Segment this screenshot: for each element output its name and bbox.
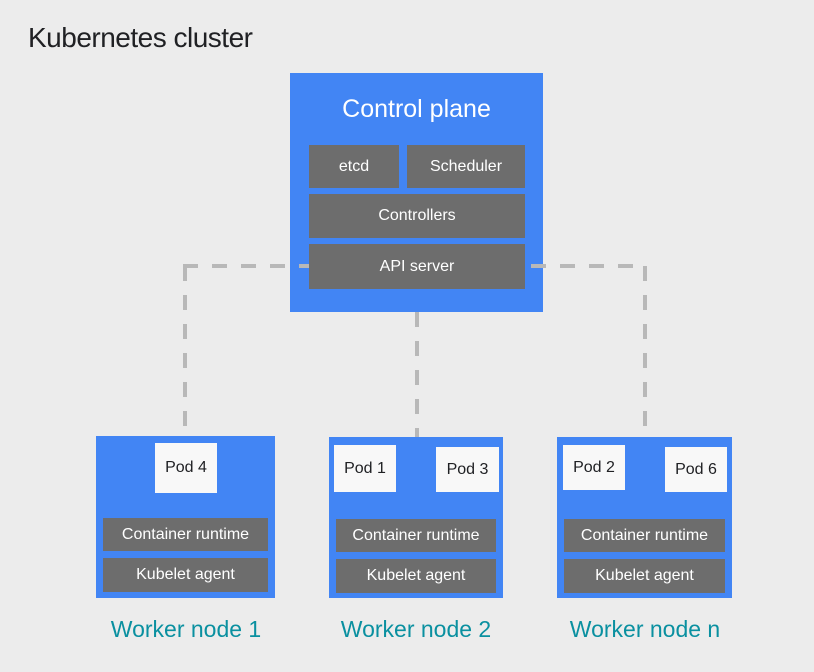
worker-node-n-box: Pod 2 Pod 6 Container runtime Kubelet ag… bbox=[557, 437, 732, 598]
kubelet-agent-component: Kubelet agent bbox=[564, 559, 725, 593]
container-runtime-component: Container runtime bbox=[103, 518, 268, 551]
etcd-component: etcd bbox=[309, 145, 399, 188]
diagram-title: Kubernetes cluster bbox=[28, 22, 253, 53]
api-server-component: API server bbox=[309, 244, 525, 289]
pod-box: Pod 1 bbox=[334, 445, 396, 492]
pod-box: Pod 3 bbox=[436, 447, 499, 492]
container-runtime-component: Container runtime bbox=[336, 519, 496, 552]
control-plane-box: Control plane etcd Scheduler Controllers… bbox=[290, 73, 543, 312]
worker-node-n-label: Worker node n bbox=[569, 616, 721, 642]
connector-center-vertical-line bbox=[415, 312, 419, 437]
worker-node-1-label: Worker node 1 bbox=[110, 616, 262, 642]
worker-node-2-label: Worker node 2 bbox=[340, 616, 492, 642]
worker-node-1-box: Pod 4 Container runtime Kubelet agent bbox=[96, 436, 275, 598]
pod-box: Pod 2 bbox=[563, 445, 625, 490]
control-plane-title: Control plane bbox=[342, 95, 491, 123]
connector-left-vertical-line bbox=[183, 266, 187, 436]
scheduler-component: Scheduler bbox=[407, 145, 525, 188]
kubelet-agent-component: Kubelet agent bbox=[103, 558, 268, 592]
controllers-component: Controllers bbox=[309, 194, 525, 238]
connector-right-vertical-line bbox=[643, 266, 647, 437]
worker-node-2-box: Pod 1 Pod 3 Container runtime Kubelet ag… bbox=[329, 437, 503, 598]
pod-box: Pod 4 bbox=[155, 443, 217, 493]
container-runtime-component: Container runtime bbox=[564, 519, 725, 552]
kubelet-agent-component: Kubelet agent bbox=[336, 559, 496, 593]
pod-box: Pod 6 bbox=[665, 447, 727, 492]
